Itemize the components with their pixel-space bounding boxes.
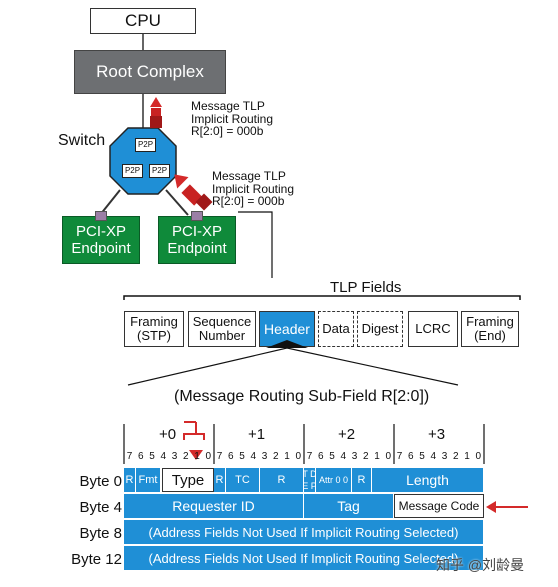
offset-2: +2 [338,426,356,443]
field-r: R [260,468,304,492]
tlp-fields-title: TLP Fields [330,279,402,296]
field-td: T D [304,468,316,480]
field-tag: Tag [304,494,394,518]
byte-4-label: Byte 4 [79,499,122,516]
field-fmt: Fmt [136,468,161,492]
bit-number: 0 [205,451,212,462]
bit-number: 3 [171,451,178,462]
byte-0-label: Byte 0 [79,473,122,490]
field-type: Type [162,468,214,492]
bit-number: 7 [306,451,313,462]
bit-number: 3 [351,451,358,462]
field-attr: Attr 0 0 [316,468,352,492]
message-code-arrow-icon [486,501,528,513]
field-tc: TC [226,468,260,492]
field-data: Data [318,311,354,347]
bit-number: 0 [295,451,302,462]
routing-subfield-title: (Message Routing Sub-Field R[2:0]) [174,388,430,405]
header-expansion-lines [127,340,459,386]
bit-number: 6 [407,451,414,462]
p2p-left: P2P [122,164,143,178]
tlp-packet-up-icon [150,97,162,128]
offset-3: +3 [428,426,446,443]
bit-number: 2 [272,451,279,462]
bit-number: 2 [182,451,189,462]
bit-number: 2 [362,451,369,462]
field-framing-stp: Framing(STP) [124,311,184,347]
bit-number: 1 [374,451,380,462]
field-ep: E P [304,480,316,492]
bit-number: 3 [261,451,268,462]
bit-number: 5 [239,451,245,462]
switch-label: Switch [58,132,106,149]
field-framing-end: Framing(End) [461,311,519,347]
bit-number: 6 [317,451,324,462]
field-r: R [352,468,372,492]
bit-number: 0 [475,451,482,462]
bit-number: 4 [430,451,437,462]
message-tlp-lower-label: Message TLP Implicit Routing R[2:0] = 00… [212,169,295,208]
bit-number: 6 [227,451,234,462]
bit-number: 7 [126,451,133,462]
port-icon [95,211,107,221]
port-icon [191,211,203,221]
field-digest: Digest [357,311,403,347]
bit-number: 7 [216,451,223,462]
bit-number: 5 [149,451,155,462]
watermark: 知乎 @刘龄曼 [436,557,525,573]
bit-number: 4 [340,451,347,462]
bit-number: 4 [160,451,167,462]
root-complex-box: Root Complex [74,50,226,94]
bit-number: 3 [441,451,448,462]
endpoint-left: PCI-XP Endpoint [62,211,140,264]
endpoint-right: PCI-XP Endpoint [158,211,236,264]
byte-8-label: Byte 8 [79,525,122,542]
offset-1: +1 [248,426,266,443]
p2p-right: P2P [149,164,170,178]
offset-0: +0 [159,426,177,443]
bit-number: 0 [385,451,392,462]
field-r: R [124,468,136,492]
bit-number: 5 [419,451,425,462]
bit-number: 5 [329,451,335,462]
bit-number: 4 [250,451,257,462]
bit-number: 1 [194,451,200,462]
byte-ruler [123,421,485,464]
cpu-box: CPU [90,8,196,34]
bit-number: 1 [284,451,290,462]
field-r: R [214,468,226,492]
field-length: Length [372,468,484,492]
bit-number: 2 [452,451,459,462]
field-message-code: Message Code [394,494,484,518]
tlp-packet-diagonal-icon [174,174,213,211]
byte-12-label: Byte 12 [71,551,122,568]
field-requester-id: Requester ID [124,494,304,518]
row-byte-8: (Address Fields Not Used If Implicit Rou… [124,520,484,544]
message-tlp-upper-label: Message TLP Implicit Routing R[2:0] = 00… [191,99,274,138]
bit-number: 6 [137,451,144,462]
row-byte-12: (Address Fields Not Used If Implicit Rou… [124,546,484,570]
field-lcrc: LCRC [408,311,458,347]
p2p-top: P2P [135,138,156,152]
bit-number: 7 [396,451,403,462]
bit-number: 1 [464,451,470,462]
